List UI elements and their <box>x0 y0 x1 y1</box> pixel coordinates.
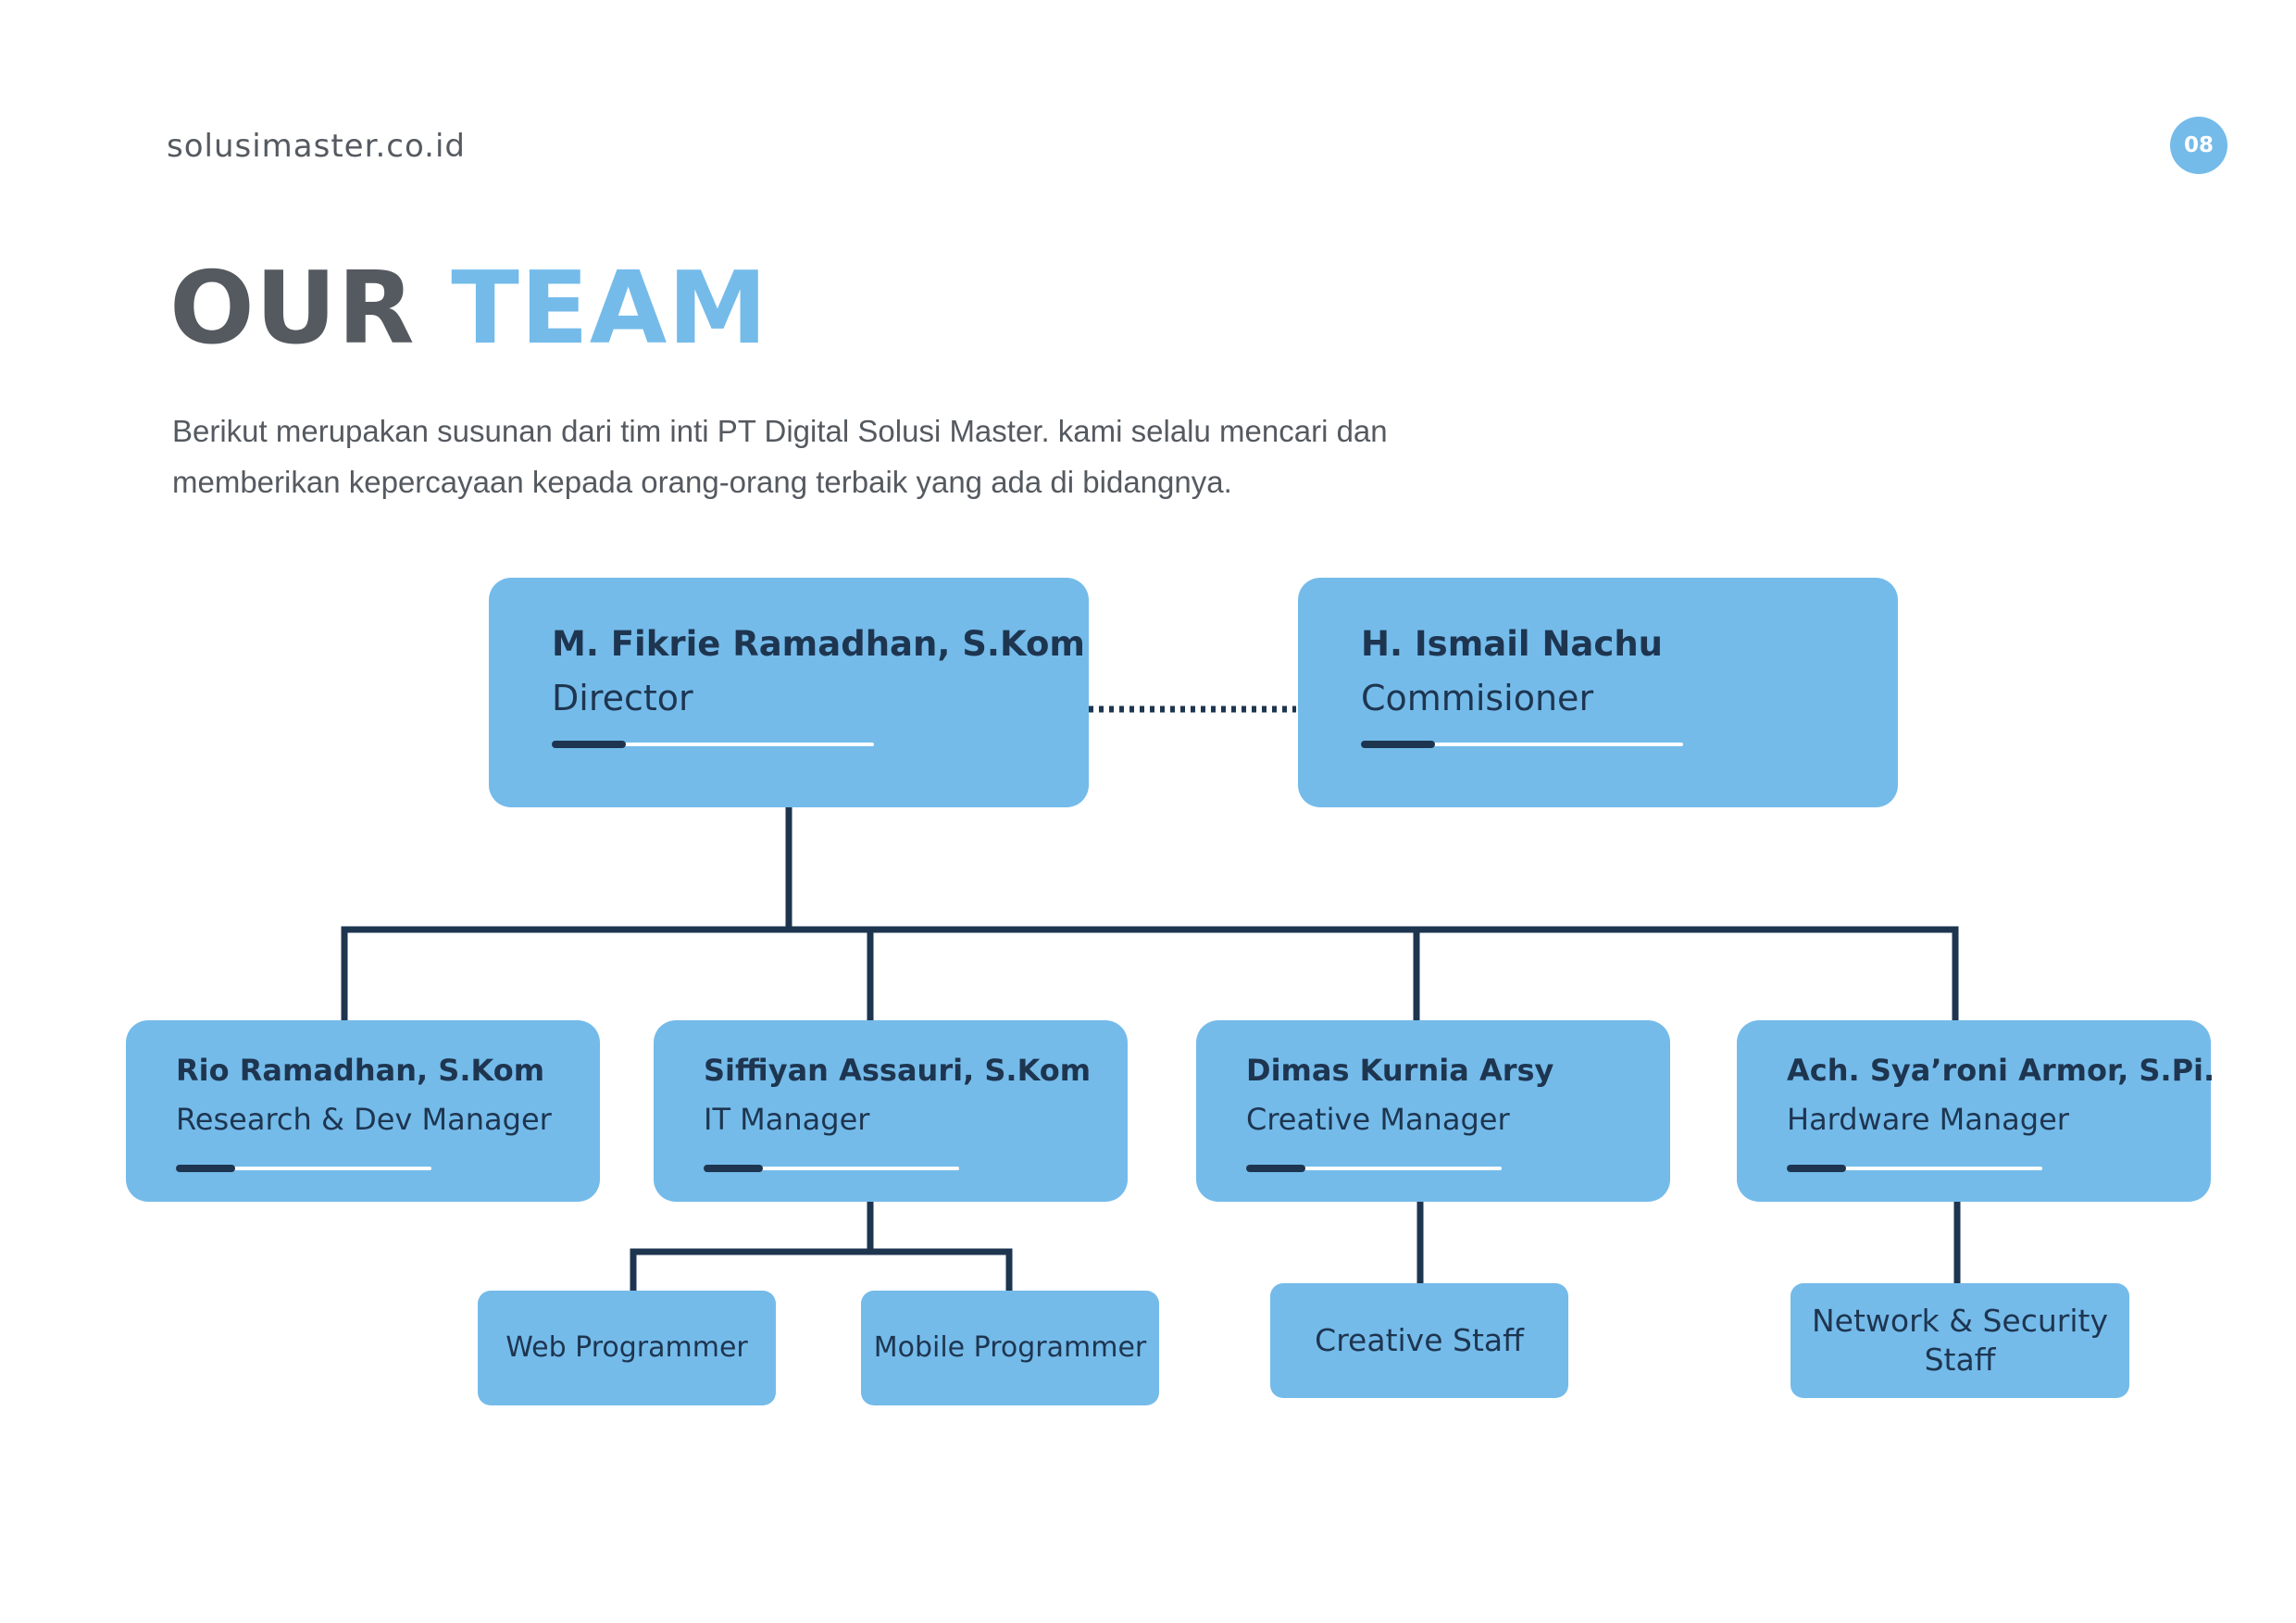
staff-label: Mobile Programmer <box>873 1331 1147 1364</box>
staff-card-web: Web Programmer <box>478 1291 776 1405</box>
director-progress-bar <box>552 741 874 748</box>
manager-card-hardware: Ach. Sya’roni Armor, S.Pi. Hardware Mana… <box>1737 1020 2215 1202</box>
manager-name: Ach. Sya’roni Armor, S.Pi. <box>1787 1053 2215 1088</box>
manager-bar-accent <box>176 1165 235 1172</box>
manager-name: Rio Ramadhan, S.Kom <box>176 1053 545 1088</box>
manager-card-it: Siffiyan Assauri, S.Kom IT Manager <box>654 1020 1128 1202</box>
staff-label: Network & Security Staff <box>1812 1302 2108 1380</box>
director-bar-accent <box>552 741 626 748</box>
manager-name: Siffiyan Assauri, S.Kom <box>704 1053 1092 1088</box>
commissioner-name: H. Ismail Nachu <box>1361 624 1664 664</box>
manager-card-creative: Dimas Kurnia Arsy Creative Manager <box>1196 1020 1670 1202</box>
manager-name: Dimas Kurnia Arsy <box>1246 1053 1554 1088</box>
commissioner-progress-bar <box>1361 741 1683 748</box>
commissioner-role: Commisioner <box>1361 678 1594 718</box>
director-card: M. Fikrie Ramadhan, S.Kom Director <box>489 578 1089 807</box>
manager-role: Hardware Manager <box>1787 1102 2069 1137</box>
description-line-2: memberikan kepercayaan kepada orang-oran… <box>172 465 1232 499</box>
commissioner-bar-accent <box>1361 741 1435 748</box>
staff-card-network: Network & Security Staff <box>1791 1283 2129 1398</box>
manager-role: Research & Dev Manager <box>176 1102 552 1137</box>
site-url: solusimaster.co.id <box>167 128 466 165</box>
director-role: Director <box>552 678 693 718</box>
staff-label: Web Programmer <box>505 1331 748 1364</box>
staff-label-line-2: Staff <box>1924 1342 1996 1378</box>
staff-card-creative: Creative Staff <box>1270 1283 1568 1398</box>
description: Berikut merupakan susunan dari tim inti … <box>172 406 1468 507</box>
director-name: M. Fikrie Ramadhan, S.Kom <box>552 624 1085 664</box>
manager-progress-bar <box>176 1165 431 1172</box>
manager-role: IT Manager <box>704 1102 870 1137</box>
commissioner-card: H. Ismail Nachu Commisioner <box>1298 578 1898 807</box>
title-word-our: OUR <box>169 251 416 367</box>
manager-role: Creative Manager <box>1246 1102 1510 1137</box>
page-number-badge: 08 <box>2170 117 2227 174</box>
staff-label-line-1: Network & Security <box>1811 1303 2108 1339</box>
page-title: OUR TEAM <box>169 259 768 359</box>
manager-bar-accent <box>1787 1165 1846 1172</box>
staff-label: Creative Staff <box>1315 1322 1524 1358</box>
manager-bar-accent <box>704 1165 763 1172</box>
manager-card-research: Rio Ramadhan, S.Kom Research & Dev Manag… <box>126 1020 600 1202</box>
manager-bar-accent <box>1246 1165 1305 1172</box>
description-line-1: Berikut merupakan susunan dari tim inti … <box>172 414 1388 448</box>
staff-card-mobile: Mobile Programmer <box>861 1291 1159 1405</box>
manager-progress-bar <box>704 1165 959 1172</box>
manager-progress-bar <box>1246 1165 1502 1172</box>
manager-progress-bar <box>1787 1165 2042 1172</box>
title-word-team: TEAM <box>451 251 768 367</box>
